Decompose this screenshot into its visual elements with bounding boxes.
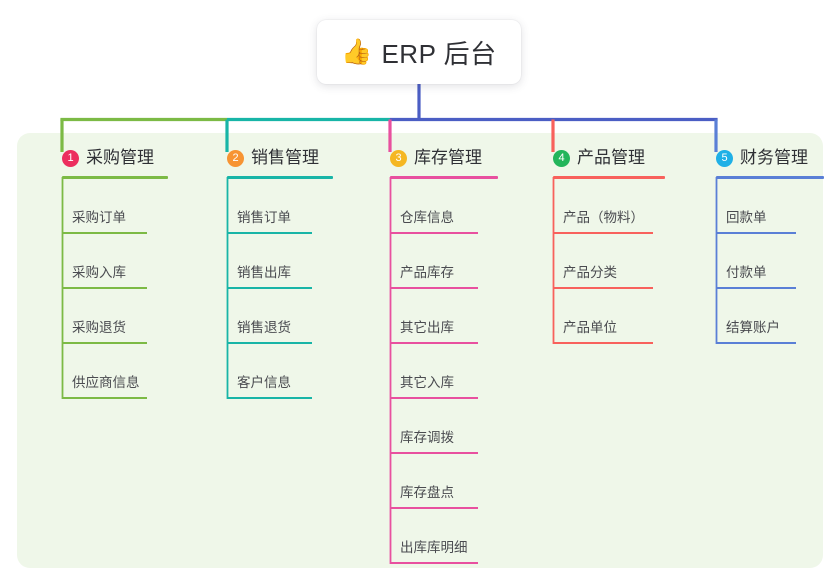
branch-item-underline bbox=[227, 397, 312, 399]
thumbs-up-icon: 👍 bbox=[341, 37, 373, 66]
branch-item-underline bbox=[553, 287, 653, 289]
branch-column-5: 5 财务管理回款单付款单结算账户 bbox=[694, 147, 834, 344]
branch-item-underline bbox=[227, 287, 312, 289]
branch-header-1[interactable]: 1 采购管理 bbox=[40, 147, 195, 169]
branch-item-underline bbox=[390, 397, 478, 399]
branch-item[interactable]: 产品库存 bbox=[368, 234, 523, 289]
branch-item[interactable]: 采购入库 bbox=[40, 234, 195, 289]
branch-item[interactable]: 产品分类 bbox=[531, 234, 686, 289]
branch-underline bbox=[716, 176, 824, 179]
branch-column-2: 2 销售管理销售订单销售出库销售退货客户信息 bbox=[205, 147, 360, 399]
branch-number-badge: 4 bbox=[553, 149, 570, 167]
branch-item-underline bbox=[62, 232, 147, 234]
branch-item-label: 销售订单 bbox=[237, 210, 291, 225]
branch-item-label: 采购订单 bbox=[72, 210, 126, 225]
branch-item[interactable]: 回款单 bbox=[694, 179, 834, 234]
branch-item-label: 销售退货 bbox=[237, 320, 291, 335]
branch-item-underline bbox=[62, 397, 147, 399]
branch-item[interactable]: 采购退货 bbox=[40, 289, 195, 344]
root-node[interactable]: 👍 ERP 后台 bbox=[317, 20, 521, 84]
branch-items: 销售订单销售出库销售退货客户信息 bbox=[205, 179, 360, 399]
branch-title: 采购管理 bbox=[86, 148, 154, 167]
branch-item-label: 销售出库 bbox=[237, 265, 291, 280]
branch-item-label: 采购退货 bbox=[72, 320, 126, 335]
branch-underline bbox=[390, 176, 498, 179]
branch-item[interactable]: 其它出库 bbox=[368, 289, 523, 344]
branch-item-underline bbox=[390, 562, 478, 564]
branch-item-underline bbox=[62, 342, 147, 344]
branch-item-label: 付款单 bbox=[726, 265, 767, 280]
branch-items: 采购订单采购入库采购退货供应商信息 bbox=[40, 179, 195, 399]
branch-item-underline bbox=[390, 287, 478, 289]
branch-item[interactable]: 仓库信息 bbox=[368, 179, 523, 234]
branch-underline bbox=[553, 176, 665, 179]
branch-item-label: 采购入库 bbox=[72, 265, 126, 280]
branch-underline bbox=[62, 176, 168, 179]
branch-item-label: 其它入库 bbox=[400, 375, 454, 390]
branch-title: 销售管理 bbox=[251, 148, 319, 167]
branch-item-underline bbox=[716, 287, 796, 289]
branch-item[interactable]: 销售退货 bbox=[205, 289, 360, 344]
branch-item-underline bbox=[62, 287, 147, 289]
branch-item-underline bbox=[227, 232, 312, 234]
branch-item[interactable]: 采购订单 bbox=[40, 179, 195, 234]
branch-item[interactable]: 产品（物料） bbox=[531, 179, 686, 234]
branch-item-label: 库存盘点 bbox=[400, 485, 454, 500]
branch-item-underline bbox=[390, 232, 478, 234]
branch-title: 产品管理 bbox=[577, 148, 645, 167]
branch-column-4: 4 产品管理产品（物料） 产品分类产品单位 bbox=[531, 147, 686, 344]
branch-item-label: 产品单位 bbox=[563, 320, 617, 335]
branch-item-underline bbox=[390, 507, 478, 509]
branch-item-label: 其它出库 bbox=[400, 320, 454, 335]
branch-item-label: 产品库存 bbox=[400, 265, 454, 280]
branch-item-label: 供应商信息 bbox=[72, 375, 140, 390]
branch-item[interactable]: 付款单 bbox=[694, 234, 834, 289]
branch-item-label: 产品（物料） bbox=[563, 210, 644, 225]
branch-header-3[interactable]: 3 库存管理 bbox=[368, 147, 523, 169]
branch-title: 库存管理 bbox=[414, 148, 482, 167]
branch-item[interactable]: 产品单位 bbox=[531, 289, 686, 344]
branch-item-label: 产品分类 bbox=[563, 265, 617, 280]
branch-item[interactable]: 供应商信息 bbox=[40, 344, 195, 399]
branch-item-label: 库存调拨 bbox=[400, 430, 454, 445]
branch-item-underline bbox=[716, 342, 796, 344]
branch-item[interactable]: 销售出库 bbox=[205, 234, 360, 289]
branch-item[interactable]: 结算账户 bbox=[694, 289, 834, 344]
diagram-panel bbox=[17, 133, 823, 568]
branch-item-label: 出库库明细 bbox=[400, 540, 468, 555]
branch-item[interactable]: 库存盘点 bbox=[368, 454, 523, 509]
branch-number-badge: 5 bbox=[716, 149, 733, 167]
branch-item-underline bbox=[227, 342, 312, 344]
branch-item-label: 回款单 bbox=[726, 210, 767, 225]
branch-column-1: 1 采购管理采购订单采购入库采购退货供应商信息 bbox=[40, 147, 195, 399]
branch-item-underline bbox=[716, 232, 796, 234]
branch-item-underline bbox=[553, 342, 653, 344]
branch-header-5[interactable]: 5 财务管理 bbox=[694, 147, 834, 169]
branch-item[interactable]: 其它入库 bbox=[368, 344, 523, 399]
branch-title: 财务管理 bbox=[740, 148, 808, 167]
branch-item[interactable]: 销售订单 bbox=[205, 179, 360, 234]
branch-item[interactable]: 出库库明细 bbox=[368, 509, 523, 564]
branch-number-badge: 1 bbox=[62, 149, 79, 167]
branch-item-underline bbox=[553, 232, 653, 234]
branch-item[interactable]: 客户信息 bbox=[205, 344, 360, 399]
branch-header-4[interactable]: 4 产品管理 bbox=[531, 147, 686, 169]
branch-item-label: 仓库信息 bbox=[400, 210, 454, 225]
branch-items: 回款单付款单结算账户 bbox=[694, 179, 834, 344]
branch-item-underline bbox=[390, 342, 478, 344]
branch-item-underline bbox=[390, 452, 478, 454]
branch-header-2[interactable]: 2 销售管理 bbox=[205, 147, 360, 169]
branch-items: 产品（物料） 产品分类产品单位 bbox=[531, 179, 686, 344]
branch-item-label: 客户信息 bbox=[237, 375, 291, 390]
branch-item[interactable]: 库存调拨 bbox=[368, 399, 523, 454]
branch-column-3: 3 库存管理仓库信息产品库存其它出库其它入库库存调拨库存盘点出库库明细 bbox=[368, 147, 523, 564]
branch-underline bbox=[227, 176, 333, 179]
branch-item-label: 结算账户 bbox=[726, 320, 780, 335]
branch-number-badge: 3 bbox=[390, 149, 407, 167]
root-title: ERP 后台 bbox=[381, 38, 497, 69]
branch-number-badge: 2 bbox=[227, 149, 244, 167]
branch-items: 仓库信息产品库存其它出库其它入库库存调拨库存盘点出库库明细 bbox=[368, 179, 523, 564]
